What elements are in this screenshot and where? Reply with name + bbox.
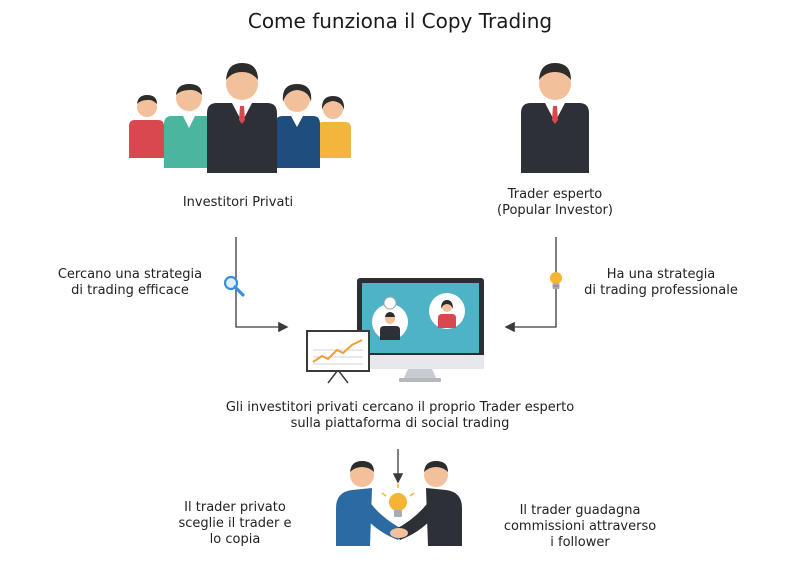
investor-yellow-icon	[317, 96, 351, 158]
page-title: Come funziona il Copy Trading	[247, 9, 553, 33]
label-pro-strategy-line2: di trading professionale	[584, 283, 738, 298]
expert-trader-icon	[521, 63, 589, 173]
label-search-strategy: Cercano una strategia di trading efficac…	[40, 267, 220, 299]
arrow-left-connector	[235, 237, 289, 333]
label-private-trader-copies: Il trader privato sceglie il trader e lo…	[160, 500, 310, 548]
label-pro-strategy-line1: Ha una strategia	[606, 267, 716, 282]
label-platform-line2: sulla piattaforma di social trading	[290, 416, 510, 431]
label-private-trader-copies-line1: Il trader privato	[184, 500, 286, 515]
label-trader-earns-line3: i follower	[550, 535, 610, 550]
investor-center-icon	[207, 63, 277, 173]
label-search-strategy-line2: di trading efficace	[71, 283, 189, 298]
lightbulb-icon	[550, 272, 562, 289]
label-trader-earns: Il trader guadagna commissioni attravers…	[490, 503, 670, 551]
label-trader-earns-line2: commissioni attraverso	[503, 519, 657, 534]
arrow-right-connector	[504, 237, 557, 333]
label-private-investors: Investitori Privati	[182, 195, 294, 210]
label-expert-trader-line2: (Popular Investor)	[497, 203, 613, 218]
label-search-strategy-line1: Cercano una strategia	[57, 267, 203, 282]
label-platform-line1: Gli investitori privati cercano il propr…	[225, 400, 575, 415]
label-platform: Gli investitori privati cercano il propr…	[180, 400, 620, 432]
investor-red-icon	[129, 95, 164, 158]
label-expert-trader: Trader esperto (Popular Investor)	[460, 187, 650, 219]
investor-navy-icon	[275, 84, 320, 168]
monitor-icon	[357, 278, 484, 382]
label-pro-strategy: Ha una strategia di trading professional…	[566, 267, 756, 299]
handshake-icon	[336, 461, 462, 546]
chart-board-icon	[306, 330, 370, 384]
label-private-trader-copies-line2: sceglie il trader e	[178, 516, 292, 531]
magnifier-icon	[223, 275, 245, 297]
label-expert-trader-line1: Trader esperto	[507, 187, 603, 202]
label-private-trader-copies-line3: lo copia	[209, 532, 261, 547]
private-investors-group-icon	[129, 63, 351, 173]
investor-teal-icon	[164, 84, 214, 168]
label-trader-earns-line1: Il trader guadagna	[519, 503, 641, 518]
